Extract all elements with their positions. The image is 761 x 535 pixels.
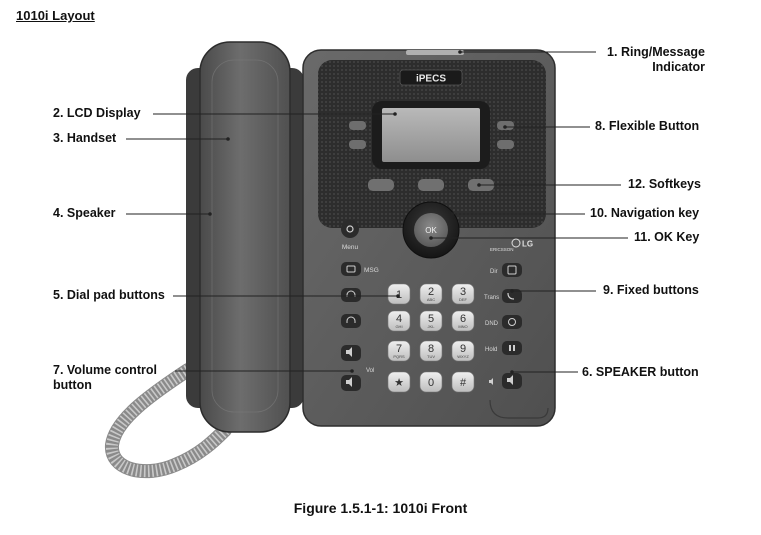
volume-up-button[interactable] <box>341 345 361 361</box>
handset-cord <box>105 363 232 479</box>
dial-key-digit: 5 <box>428 313 434 325</box>
softkey-2[interactable] <box>418 179 444 191</box>
page-title: 1010i Layout <box>16 8 95 23</box>
transfer-icon <box>507 292 515 300</box>
brand-logo: iPECS <box>416 74 446 85</box>
dnd-icon <box>508 318 516 326</box>
lg-logo: LG <box>522 240 533 249</box>
dial-key-digit: 9 <box>460 343 466 355</box>
dial-key-11[interactable]: 0 <box>419 371 443 393</box>
flexible-button-left-1[interactable] <box>349 121 366 130</box>
dial-key-digit: 8 <box>428 343 434 355</box>
callout-ok-key: 11. OK Key <box>634 230 700 244</box>
mute-icon <box>346 316 356 323</box>
menu-button[interactable] <box>341 220 359 238</box>
dial-key-digit: 7 <box>396 343 402 355</box>
ring-indicator-light <box>406 50 464 55</box>
dial-key-12[interactable]: # <box>451 371 475 393</box>
dial-key-digit: 4 <box>396 313 402 325</box>
envelope-icon <box>346 265 356 273</box>
dial-key-digit: # <box>460 377 467 389</box>
ok-label: OK <box>425 226 437 235</box>
figure-caption: Figure 1.5.1-1: 1010i Front <box>293 500 468 516</box>
headset-button[interactable] <box>341 288 361 302</box>
callout-softkeys: 12. Softkeys <box>628 177 701 191</box>
dial-key-digit: 3 <box>460 286 466 298</box>
callout-lcd-display: 2. LCD Display <box>53 106 141 120</box>
speaker-minus-icon <box>346 377 352 387</box>
softkey-1[interactable] <box>368 179 394 191</box>
dnd-button[interactable] <box>502 315 522 329</box>
callout-lines <box>126 51 628 373</box>
speaker-small-icon <box>489 378 493 385</box>
dial-key-digit: 2 <box>428 286 434 298</box>
dial-key-letters: GHI <box>395 324 402 329</box>
dial-key-letters: DEF <box>459 297 468 302</box>
gear-icon <box>346 225 354 233</box>
book-icon <box>507 265 517 275</box>
ericsson-logo: ERICSSON <box>490 247 514 252</box>
hold-label: Hold <box>485 347 497 353</box>
callout-handset: 3. Handset <box>53 131 117 145</box>
speaker-plus-icon <box>346 347 352 357</box>
flexible-button-left-2[interactable] <box>349 140 366 149</box>
dial-key-letters: ABC <box>427 297 435 302</box>
speakerphone-icon <box>507 375 513 385</box>
dial-key-letters: TUV <box>427 354 435 359</box>
callout-navigation-key: 10. Navigation key <box>590 206 700 220</box>
dial-key-digit: 0 <box>428 377 434 389</box>
callout-dial-pad: 5. Dial pad buttons <box>53 288 165 302</box>
callout-speaker-button: 6. SPEAKER button <box>582 365 699 379</box>
dial-key-letters: JKL <box>428 324 436 329</box>
dial-key-letters: PQRS <box>393 354 405 359</box>
callout-ring-indicator: 1. Ring/Message Indicator <box>607 45 705 74</box>
pause-icon <box>509 345 511 351</box>
hold-button[interactable] <box>502 341 522 355</box>
directory-button[interactable] <box>502 263 522 277</box>
msg-button[interactable] <box>341 262 361 276</box>
dnd-label: DND <box>485 321 499 327</box>
speaker-button[interactable] <box>502 373 522 389</box>
dial-key-letters: WXYZ <box>457 354 469 359</box>
lg-logo-icon <box>511 238 521 248</box>
callout-dots <box>208 50 514 374</box>
dial-key-digit: ★ <box>394 377 404 389</box>
handset[interactable] <box>199 41 291 433</box>
flexible-button-right-2[interactable] <box>497 140 514 149</box>
dir-label: Dir <box>490 269 498 275</box>
dial-key-letters: MNO <box>458 324 467 329</box>
callout-speaker: 4. Speaker <box>53 206 116 220</box>
mute-button[interactable] <box>341 314 361 328</box>
headset-icon <box>346 290 356 297</box>
trans-label: Trans <box>484 295 499 301</box>
dial-key-digit: 6 <box>460 313 466 325</box>
msg-label: MSG <box>364 267 379 274</box>
callout-fixed-buttons: 9. Fixed buttons <box>603 283 699 297</box>
dial-key-10[interactable]: ★ <box>387 371 411 393</box>
vol-label: Vol <box>366 368 374 374</box>
volume-down-button[interactable] <box>341 375 361 391</box>
dial-key-1[interactable]: 1 <box>387 283 411 305</box>
brand-badge <box>399 69 463 86</box>
menu-label: Menu <box>342 244 359 251</box>
transfer-button[interactable] <box>502 289 522 303</box>
callout-flexible-button: 8. Flexible Button <box>595 119 700 133</box>
speaker-button-bezel <box>489 399 549 419</box>
lcd-display <box>382 108 480 162</box>
callout-volume-control: 7. Volume control button <box>53 363 157 392</box>
